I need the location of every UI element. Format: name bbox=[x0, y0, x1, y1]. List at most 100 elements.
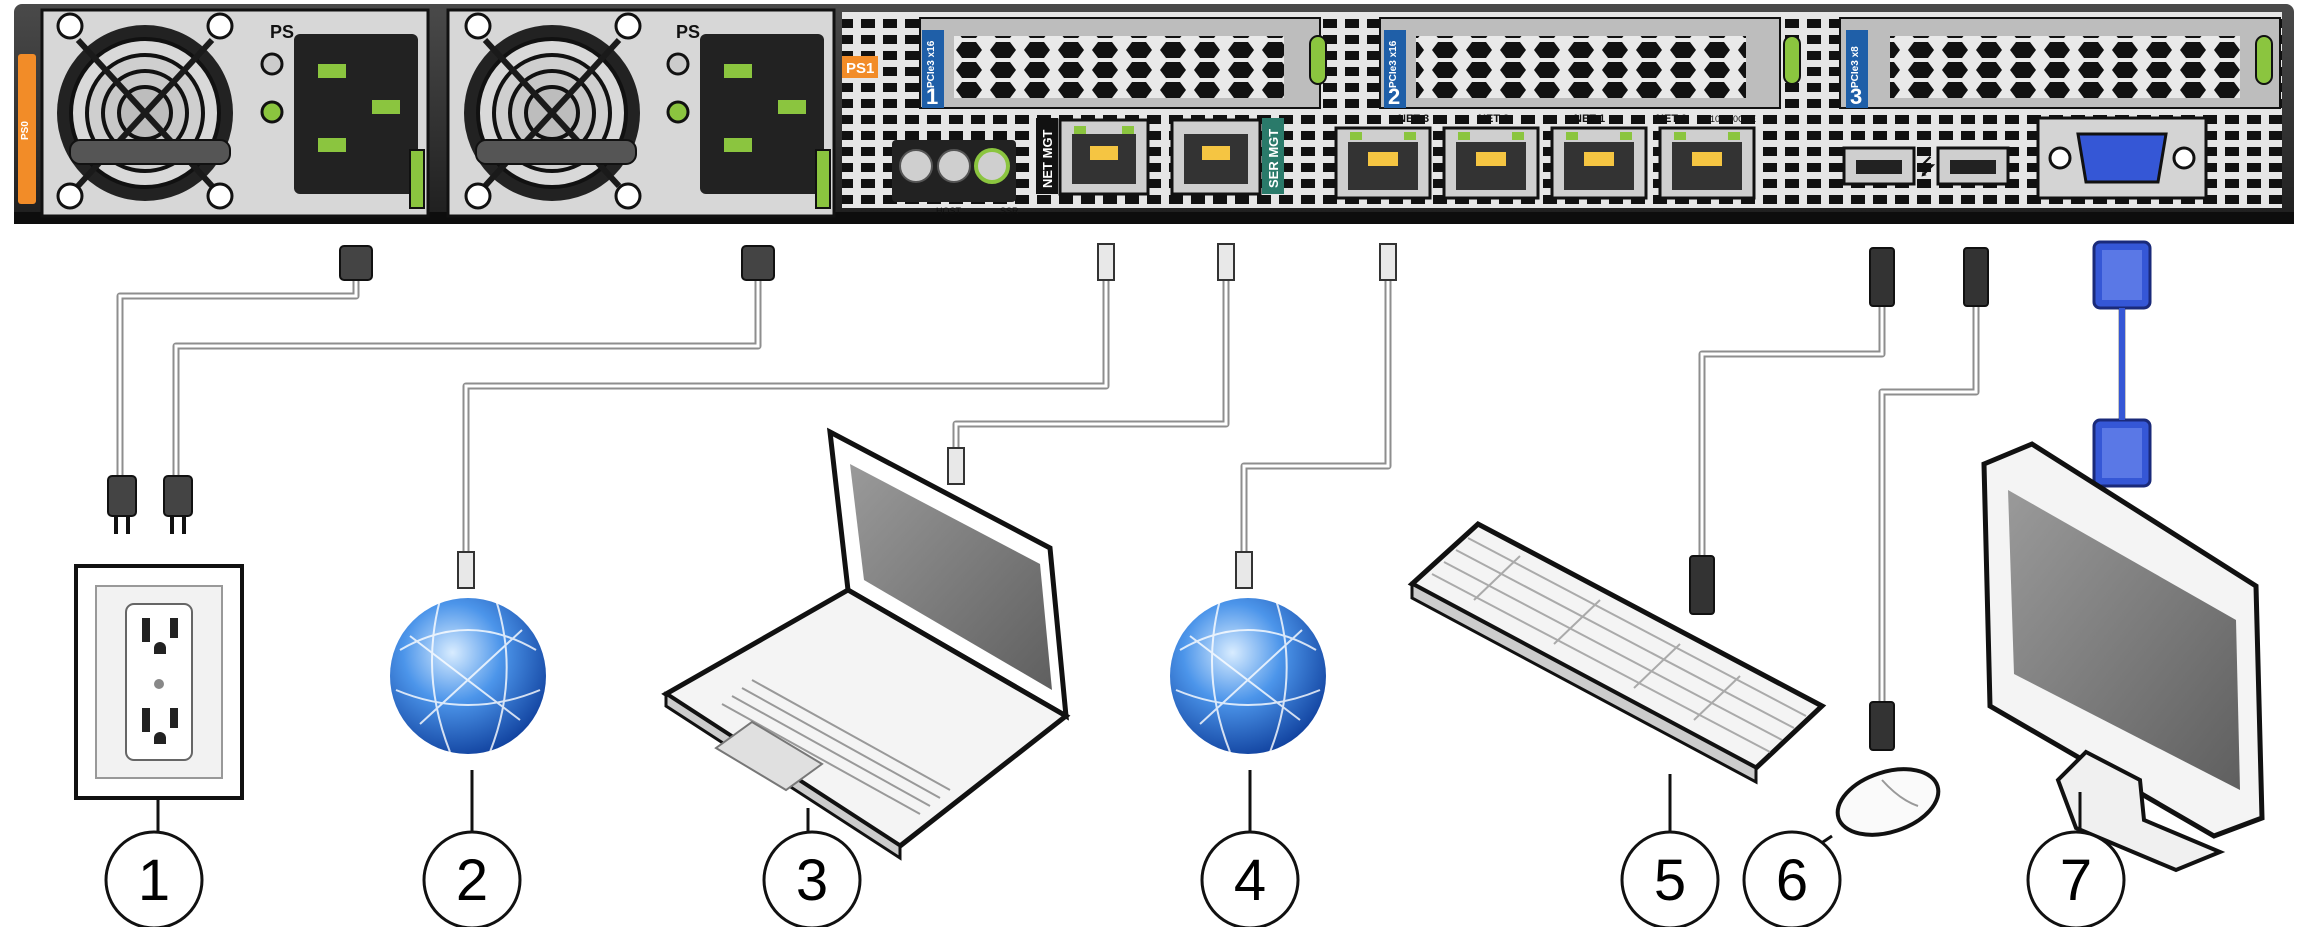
mouse bbox=[1835, 767, 1941, 837]
network-globe-icon bbox=[1170, 598, 1326, 754]
svg-text:100-10GbE: 100-10GbE bbox=[1710, 114, 1756, 124]
ac-inlet[interactable] bbox=[294, 34, 425, 209]
callout-3: 3 bbox=[796, 848, 828, 913]
usb-cable-mouse bbox=[1878, 306, 1980, 702]
wall-plug-1 bbox=[163, 475, 193, 534]
usb-plug bbox=[1869, 701, 1895, 751]
svg-text:NET 3: NET 3 bbox=[1398, 113, 1429, 125]
svg-text:1: 1 bbox=[926, 84, 938, 109]
ser-mgt-port[interactable]: SER MGT bbox=[1170, 118, 1284, 196]
usb-plug bbox=[1963, 247, 1989, 307]
service-led bbox=[937, 149, 971, 183]
rj45-plug bbox=[947, 447, 965, 485]
net-port-1[interactable] bbox=[1550, 126, 1648, 200]
callout-circle bbox=[1620, 830, 1720, 927]
net-port-3[interactable] bbox=[1334, 126, 1432, 200]
pcie-latch[interactable] bbox=[2255, 35, 2273, 85]
ps0-side-tab: PS0 bbox=[18, 54, 36, 204]
vga-port[interactable] bbox=[2036, 116, 2208, 200]
svg-text:PS: PS bbox=[676, 22, 700, 42]
usb-icon: ⭍ bbox=[1918, 154, 1936, 179]
ps1-tag: PS1 bbox=[842, 56, 878, 78]
pcie-slot-2[interactable]: 2 PCIe3 x16 bbox=[1379, 17, 1801, 109]
psu-status-led bbox=[260, 52, 284, 76]
callout-circle bbox=[2026, 830, 2126, 927]
keyboard bbox=[1407, 520, 1827, 785]
callout-circle bbox=[1200, 830, 1300, 927]
svg-text:PS1: PS1 bbox=[846, 60, 874, 77]
svg-text:HOST: HOST bbox=[936, 206, 962, 216]
svg-text:2: 2 bbox=[1388, 84, 1400, 109]
wall-plug-0 bbox=[107, 475, 137, 534]
psu-handle[interactable] bbox=[69, 139, 231, 165]
psu-ok-led bbox=[260, 100, 284, 124]
power-supply-0[interactable]: PS bbox=[40, 8, 430, 218]
wall-outlet bbox=[74, 564, 244, 800]
rj45-plug bbox=[1379, 243, 1397, 281]
svg-text:NET 2: NET 2 bbox=[1478, 113, 1509, 125]
vga-plug-bottom bbox=[2092, 418, 2152, 488]
usb-plug bbox=[1689, 555, 1715, 615]
ac-inlet[interactable] bbox=[700, 34, 831, 209]
monitor bbox=[1981, 441, 2265, 873]
svg-text:PS0: PS0 bbox=[20, 121, 31, 140]
power-plug-top-0 bbox=[339, 245, 373, 281]
svg-text:PCIe3 x8: PCIe3 x8 bbox=[1850, 46, 1861, 88]
net-cable-globe2 bbox=[462, 274, 1110, 556]
svg-text:SSR: SSR bbox=[1000, 206, 1019, 216]
net-cable-globe4 bbox=[1240, 274, 1392, 556]
fan-icon bbox=[464, 12, 642, 210]
power-supply-1[interactable]: PS bbox=[446, 8, 836, 218]
svg-text:SER MGT: SER MGT bbox=[1266, 129, 1281, 188]
ok-led bbox=[974, 148, 1010, 184]
callout-1: 1 bbox=[138, 848, 170, 913]
rj45-plug bbox=[1217, 243, 1235, 281]
callout-circle bbox=[104, 830, 204, 927]
callout-2: 2 bbox=[456, 848, 488, 913]
callouts: 1 2 3 4 5 6 7 bbox=[104, 770, 2126, 927]
callout-4: 4 bbox=[1234, 848, 1266, 913]
net-mgt-port[interactable]: NET MGT bbox=[1036, 118, 1150, 196]
svg-text:3: 3 bbox=[1850, 84, 1862, 109]
net-port-2[interactable] bbox=[1442, 126, 1540, 200]
pcie-slot-3[interactable]: 3 PCIe3 x8 bbox=[1839, 17, 2281, 109]
network-globe-icon bbox=[390, 598, 546, 754]
usb-plug bbox=[1869, 247, 1895, 307]
svg-text:NET 0: NET 0 bbox=[1656, 113, 1687, 125]
svg-text:NET 1: NET 1 bbox=[1574, 113, 1605, 125]
power-plug-top-1 bbox=[741, 245, 775, 281]
psu-ok-led bbox=[666, 100, 690, 124]
pcie-latch[interactable] bbox=[1783, 35, 1801, 85]
pcie-latch[interactable] bbox=[1309, 35, 1327, 85]
cable-highlights bbox=[118, 262, 1978, 702]
callout-6: 6 bbox=[1776, 848, 1808, 913]
svg-text:PS: PS bbox=[270, 22, 294, 42]
psu-handle[interactable] bbox=[475, 139, 637, 165]
pcie-grille bbox=[954, 36, 1284, 98]
net-port-0[interactable] bbox=[1658, 126, 1756, 200]
usb-port-0[interactable] bbox=[1842, 146, 1916, 186]
locator-led[interactable] bbox=[899, 149, 933, 183]
callout-7: 7 bbox=[2060, 848, 2092, 913]
status-indicator-panel: HOST SSR bbox=[892, 140, 1019, 216]
pcie-grille bbox=[1890, 36, 2240, 98]
usb-cable-keyboard bbox=[1698, 306, 1886, 560]
rj45-plug bbox=[1097, 243, 1115, 281]
fan-icon bbox=[56, 12, 234, 210]
svg-text:NET MGT: NET MGT bbox=[1040, 129, 1055, 188]
rj45-plug bbox=[457, 551, 475, 589]
rj45-plug bbox=[1235, 551, 1253, 589]
pcie-grille bbox=[1416, 36, 1746, 98]
usb-port-1[interactable] bbox=[1936, 146, 2010, 186]
laptop bbox=[661, 427, 1071, 861]
callout-5: 5 bbox=[1654, 848, 1686, 913]
pcie-slot-1[interactable]: 1 PCIe3 x16 bbox=[919, 17, 1327, 109]
server-rear-panel: PS0 PS bbox=[14, 4, 2294, 224]
connectors bbox=[107, 240, 2152, 751]
callout-circle bbox=[1742, 830, 1842, 927]
vga-plug-top bbox=[2092, 240, 2152, 310]
svg-text:PCIe3 x16: PCIe3 x16 bbox=[1388, 40, 1399, 88]
callout-circle bbox=[762, 830, 862, 927]
